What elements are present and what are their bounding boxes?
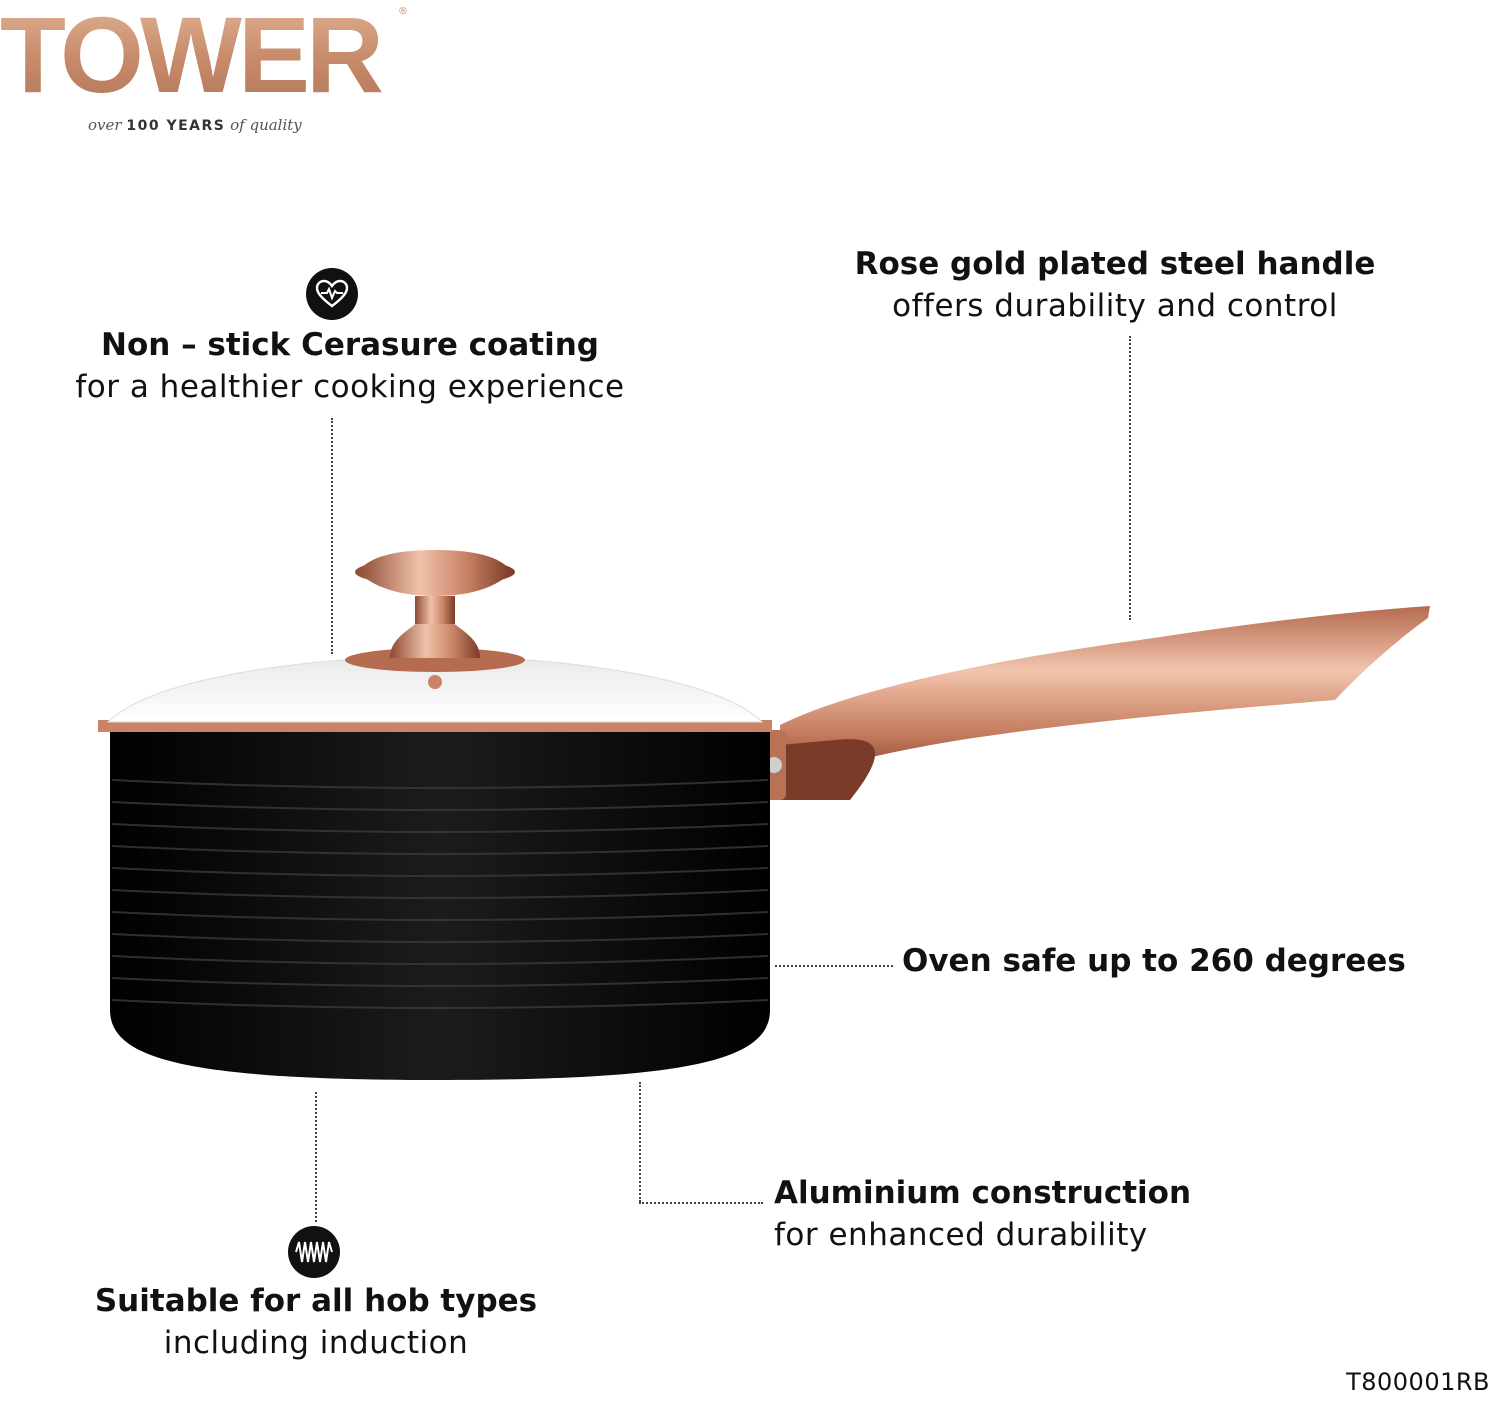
coating-callout: Non – stick Cerasure coating for a healt… [40,324,660,408]
handle-title: Rose gold plated steel handle [854,246,1376,282]
aluminium-callout: Aluminium construction for enhanced dura… [774,1172,1191,1256]
svg-text:TOWER: TOWER [0,0,382,115]
handle-subtitle: offers durability and control [892,288,1338,324]
induction-coil-icon [288,1226,340,1278]
hob-title: Suitable for all hob types [94,1283,538,1319]
aluminium-title: Aluminium construction [774,1175,1192,1211]
brand-tagline: over 100 YEARS of quality [88,116,302,134]
tower-logo: TOWER ® [0,0,408,115]
coating-leader-line [331,418,333,654]
product-code: T800001RB [1346,1368,1490,1396]
aluminium-subtitle: for enhanced durability [774,1217,1148,1253]
heart-pulse-icon [306,268,358,320]
hob-callout: Suitable for all hob types including ind… [40,1280,592,1364]
aluminium-leader-horizontal [639,1202,763,1204]
aluminium-leader-vertical [639,1082,641,1202]
saucepan-image [98,550,1430,1080]
coating-subtitle: for a healthier cooking experience [75,369,625,405]
oven-leader-line [775,965,893,967]
hob-leader-line [315,1092,317,1222]
handle-callout: Rose gold plated steel handle offers dur… [810,243,1420,327]
hob-subtitle: including induction [163,1325,469,1361]
handle-leader-line [1129,336,1131,620]
coating-title: Non – stick Cerasure coating [101,327,599,363]
svg-text:®: ® [398,6,408,17]
oven-callout: Oven safe up to 260 degrees [902,940,1406,982]
oven-title: Oven safe up to 260 degrees [902,943,1406,979]
